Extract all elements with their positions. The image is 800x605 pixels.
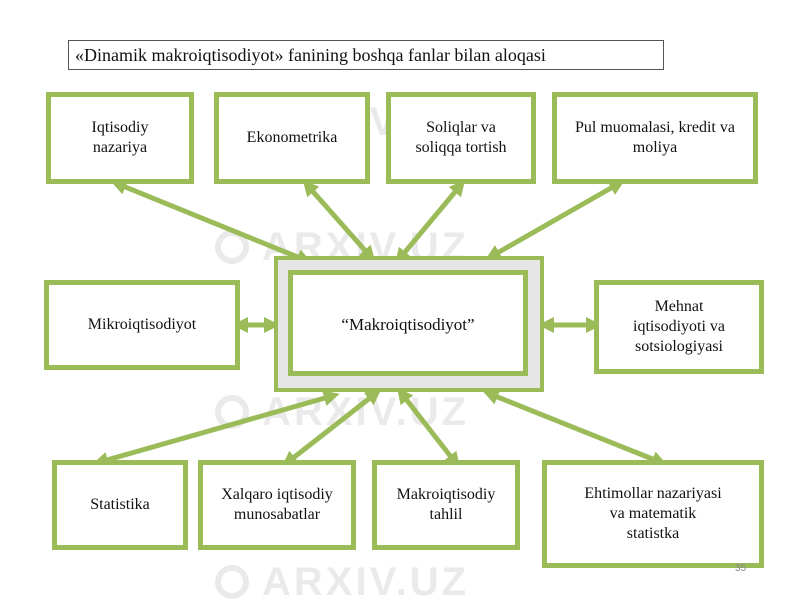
box-iqtisodiy-nazariya: Iqtisodiy nazariya <box>46 92 194 184</box>
watermark-logo-icon <box>215 565 249 599</box>
box-makro-tahlil: Makroiqtisodiy tahlil <box>372 460 520 550</box>
box-mikroiqtisodiyot: Mikroiqtisodiyot <box>44 280 240 370</box>
arrow-pul-muomalasi <box>485 180 625 260</box>
watermark-text: ARXIV.UZ <box>262 560 470 604</box>
box-soliqlar: Soliqlar va soliqqa tortish <box>386 92 536 184</box>
diagram-title: «Dinamik makroiqtisodiyot» fanining bosh… <box>68 40 664 70</box>
arrow-soliqlar <box>394 179 466 265</box>
box-ekonometrika: Ekonometrika <box>214 92 370 184</box>
arrow-xalqaro <box>281 389 382 467</box>
box-pul-muomalasi: Pul muomalasi, kredit va moliya <box>552 92 758 184</box>
box-statistika: Statistika <box>52 460 188 550</box>
box-ehtimollar: Ehtimollar nazariyasi va matematik stati… <box>542 460 764 568</box>
arrow-makro-tahlil <box>397 387 460 469</box>
box-xalqaro: Xalqaro iqtisodiy munosabatlar <box>198 460 356 550</box>
center-box-makroiqtisodiyot: “Makroiqtisodiyot” <box>288 270 528 376</box>
arrow-ehtimollar <box>482 389 668 467</box>
arrow-iqtisodiy-nazariya <box>110 179 313 265</box>
box-mehnat: Mehnat iqtisodiyoti va sotsiologiyasi <box>594 280 764 374</box>
page-number: 35 <box>735 563 747 574</box>
arrow-ekonometrika <box>302 180 376 262</box>
